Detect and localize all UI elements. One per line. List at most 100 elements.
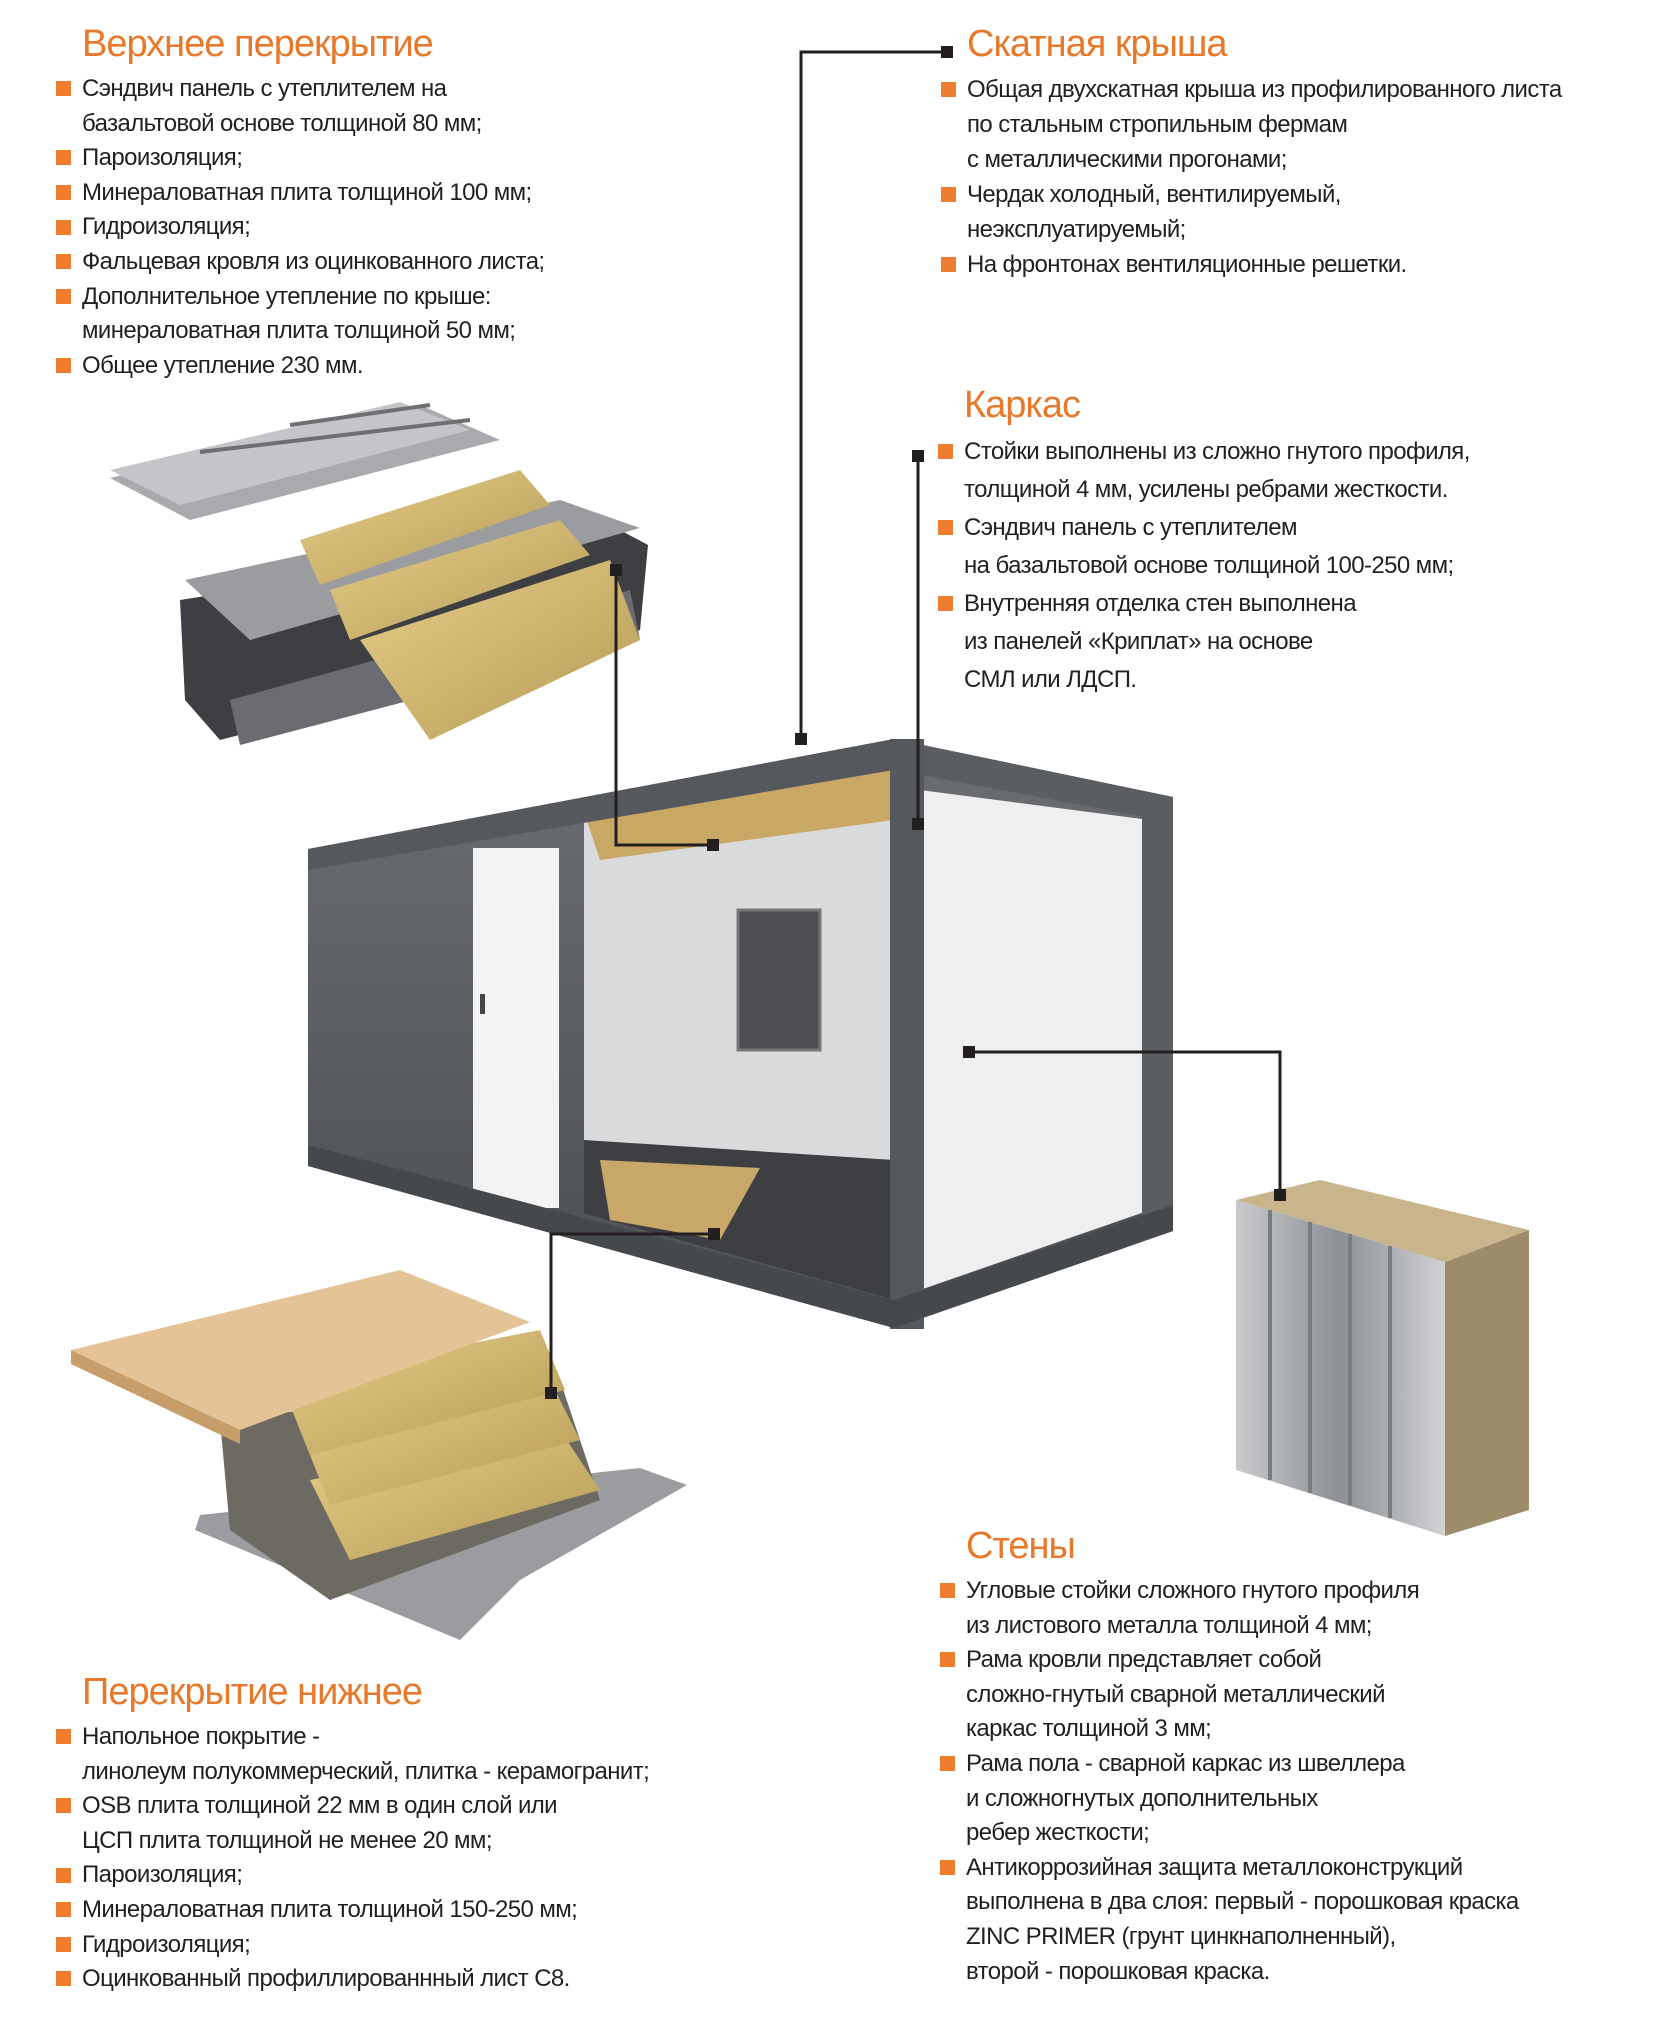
bullet-square-icon: [941, 186, 956, 202]
list-item-line: базальтовой основе толщиной 80 мм;: [56, 107, 545, 142]
list-item-text: Фальцевая кровля из оцинкованного листа;: [82, 247, 545, 275]
list-item-line: Стойки выполнены из сложно гнутого профи…: [938, 433, 1470, 471]
list-item-text: Пароизоляция;: [82, 144, 243, 172]
list-item-text: Чердак холодный, вентилируемый,: [967, 181, 1341, 208]
bullet-square-icon: [940, 1756, 955, 1772]
list-item-text: Минераловатная плита толщиной 100 мм;: [82, 178, 532, 206]
section-title: Стены: [966, 1525, 1076, 1567]
bullet-square-icon: [56, 150, 71, 166]
bullet-square-icon: [940, 1583, 955, 1599]
list-item-text: с металлическими прогонами;: [967, 146, 1287, 173]
bullet-square-icon: [56, 185, 71, 201]
list-item-line: второй - порошковая краска.: [940, 1955, 1519, 1990]
list-item-line: каркас толщиной 3 мм;: [940, 1712, 1519, 1747]
list-item-line: Гидроизоляция;: [56, 1928, 649, 1963]
list-item-line: Минераловатная плита толщиной 100 мм;: [56, 176, 545, 211]
list-item-text: OSB плита толщиной 22 мм в один слой или: [82, 1792, 558, 1820]
list-item-line: СМЛ или ЛДСП.: [938, 661, 1470, 699]
section-title: Верхнее перекрытие: [82, 23, 434, 65]
list-item-text: Дополнительное утепление по крыше:: [82, 282, 491, 310]
list-item-line: ЦСП плита толщиной не менее 20 мм;: [56, 1824, 649, 1859]
bullet-square-icon: [56, 288, 71, 304]
list-item-line: выполнена в два слоя: первый - порошкова…: [940, 1885, 1519, 1920]
list-item-text: Внутренняя отделка стен выполнена: [964, 590, 1357, 617]
bullet-square-icon: [941, 256, 956, 272]
list-item-line: Пароизоляция;: [56, 141, 545, 176]
list-item-line: Сэндвич панель с утеплителем: [938, 509, 1470, 547]
list-item-line: и сложногнутых дополнительных: [940, 1782, 1519, 1817]
connector-lower-floor: [549, 1232, 714, 1393]
list-item-line: толщиной 4 мм, усилены ребрами жесткости…: [938, 471, 1470, 509]
section-title: Скатная крыша: [967, 23, 1228, 65]
list-item-text: из панелей «Криплат» на основе: [964, 628, 1313, 655]
list-item-line: неэксплуатируемый;: [941, 212, 1562, 247]
list-item-text: Общая двухскатная крыша из профилированн…: [967, 76, 1562, 103]
list-item-line: на базальтовой основе толщиной 100-250 м…: [938, 547, 1470, 585]
list-item-text: линолеум полукоммерческий, плитка - кера…: [82, 1757, 650, 1785]
list-item-text: базальтовой основе толщиной 80 мм;: [82, 109, 482, 137]
section-title: Перекрытие нижнее: [82, 1671, 423, 1713]
list-item-text: Оцинкованный профиллированнный лист С8.: [82, 1965, 570, 1993]
bullet-square-icon: [938, 520, 953, 535]
list-item-line: по стальным стропильным фермам: [941, 107, 1562, 142]
list-item-line: Угловые стойки сложного гнутого профиля: [940, 1574, 1519, 1609]
list-item-line: Сэндвич панель с утеплителем на: [56, 72, 545, 107]
list-item-text: выполнена в два слоя: первый - порошкова…: [966, 1888, 1519, 1916]
list-item-line: с металлическими прогонами;: [941, 142, 1562, 177]
list-item-text: толщиной 4 мм, усилены ребрами жесткости…: [964, 476, 1448, 503]
list-item-line: Рама пола - сварной каркас из швеллера: [940, 1747, 1519, 1782]
floor-layers-illustration: [71, 1270, 687, 1640]
list-item-text: сложно-гнутый сварной металлический: [966, 1680, 1385, 1708]
list-item-text: по стальным стропильным фермам: [967, 111, 1348, 138]
list-item-text: Напольное покрытие -: [82, 1723, 320, 1750]
bullet-square-icon: [56, 1867, 71, 1883]
list-item-line: Фальцевая кровля из оцинкованного листа;: [56, 245, 545, 280]
bullet-square-icon: [940, 1860, 955, 1876]
bullet-square-icon: [938, 444, 953, 459]
bullet-square-icon: [56, 1902, 71, 1918]
roof-layers-illustration: [110, 402, 648, 745]
wall-panel-illustration: [1236, 1180, 1529, 1536]
connector-upper-floor: [614, 570, 713, 847]
connector-roof: [799, 50, 947, 739]
connector-walls: [969, 1050, 1282, 1195]
list-item-line: Оцинкованный профиллированнный лист С8.: [56, 1962, 649, 1997]
list-item-text: Минераловатная плита толщиной 150-250 мм…: [82, 1895, 578, 1923]
list-item-text: Рама пола - сварной каркас из швеллера: [966, 1749, 1405, 1777]
list-item-line: сложно-гнутый сварной металлический: [940, 1678, 1519, 1713]
list-item-line: ZINC PRIMER (грунт цинкнаполненный),: [940, 1920, 1519, 1955]
list-item-text: Сэндвич панель с утеплителем: [964, 514, 1298, 541]
bullet-square-icon: [56, 1936, 71, 1952]
list-item-text: Антикоррозийная защита металлоконструкци…: [966, 1853, 1463, 1881]
section-title: Каркас: [964, 384, 1081, 426]
list-item-line: из панелей «Криплат» на основе: [938, 623, 1470, 661]
list-item-line: На фронтонах вентиляционные решетки.: [941, 247, 1562, 282]
list-item-text: и сложногнутых дополнительных: [966, 1784, 1318, 1812]
list-item-line: Гидроизоляция;: [56, 210, 545, 245]
bullet-square-icon: [56, 358, 71, 374]
list-item-line: из листового металла толщиной 4 мм;: [940, 1609, 1519, 1644]
list-item-text: Рама кровли представляет собой: [966, 1646, 1322, 1674]
list-item-text: Угловые стойки сложного гнутого профиля: [966, 1577, 1420, 1604]
list-item-line: Напольное покрытие -: [56, 1720, 649, 1755]
list-item-line: Общая двухскатная крыша из профилированн…: [941, 72, 1562, 107]
list-item-line: Дополнительное утепление по крыше:: [56, 280, 545, 315]
bullet-square-icon: [56, 81, 71, 97]
bullet-square-icon: [56, 1971, 71, 1987]
list-item-text: ЦСП плита толщиной не менее 20 мм;: [82, 1826, 492, 1854]
list-item-line: ребер жесткости;: [940, 1816, 1519, 1851]
list-item-text: Сэндвич панель с утеплителем на: [82, 75, 447, 102]
bullet-square-icon: [938, 596, 953, 611]
list-item-line: OSB плита толщиной 22 мм в один слой или: [56, 1789, 649, 1824]
list-item-line: Чердак холодный, вентилируемый,: [941, 177, 1562, 212]
list-item-line: минераловатная плита толщиной 50 мм;: [56, 314, 545, 349]
list-item-line: Пароизоляция;: [56, 1858, 649, 1893]
list-item-text: Стойки выполнены из сложно гнутого профи…: [964, 438, 1470, 465]
list-item-line: Антикоррозийная защита металлоконструкци…: [940, 1851, 1519, 1886]
